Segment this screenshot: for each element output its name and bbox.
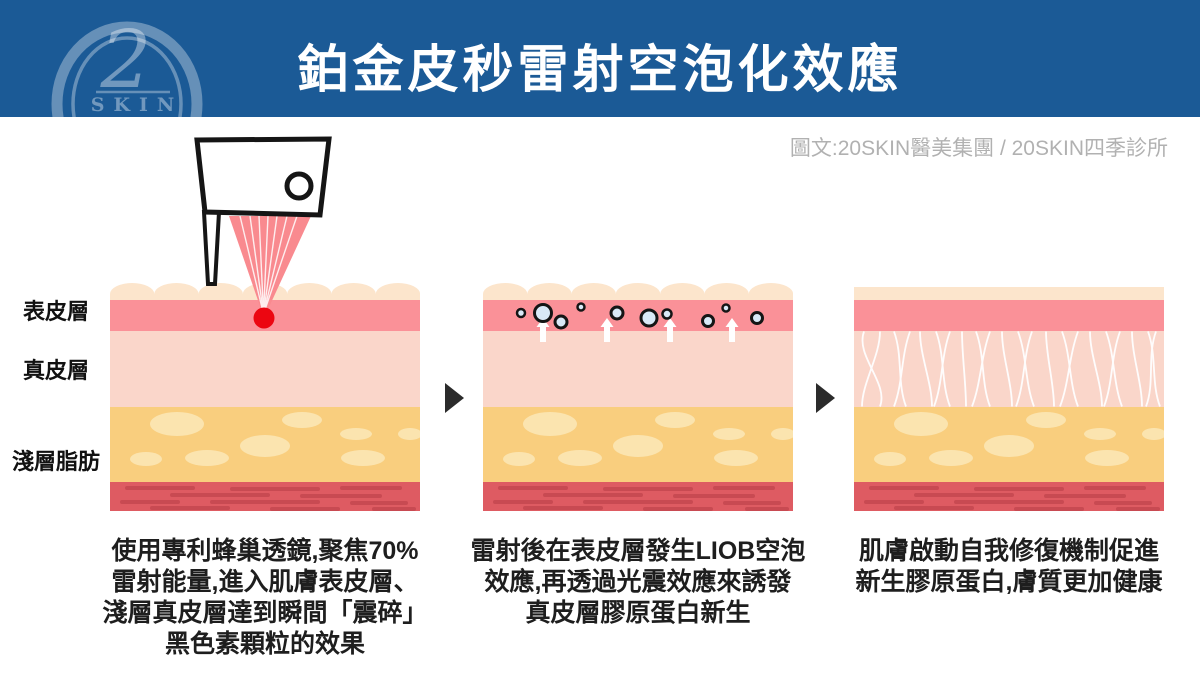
layer-label-dermis: 真皮層 [22,358,89,383]
dermis-layer [483,331,793,407]
panel-laser-pulse [110,283,420,511]
epidermis-layer [483,300,793,331]
caption-line: 雷射能量,進入肌膚表皮層、 [111,568,419,596]
bubble-icon [553,314,569,330]
caption-line: 肌膚啟動自我修復機制促進 [858,537,1159,565]
bubble-icon [576,302,586,312]
skin-cross-section-3 [854,287,1164,511]
next-step-arrow-icon [816,383,835,413]
caption-panel-1: 使用專利蜂巢透鏡,聚焦70% 雷射能量,進入肌膚表皮層、 淺層真皮層達到瞬間「震… [80,536,450,660]
skin-surface [110,283,420,300]
bubble-icon [721,303,731,313]
skin-cross-section-2 [483,283,793,511]
cavitation-bubbles [515,302,764,330]
title-banner: 2 SKIN 鉑金皮秒雷射空泡化效應 [0,0,1200,117]
bubble-icon [609,305,625,321]
caption-line: 淺層真皮層達到瞬間「震碎」 [102,599,428,627]
fat-blobs [503,412,793,466]
logo-number: 2 [100,13,152,106]
bubble-icon [533,303,553,323]
bubble-icon [661,308,673,320]
caption-line: 效應,再透過光震效應來誘發 [484,568,792,596]
clinic-logo-icon: 2 SKIN [51,13,203,117]
shockwave-arrow-icons [536,318,739,342]
page-title: 鉑金皮秒雷射空泡化效應 [297,41,903,98]
caption-panel-3: 肌膚啟動自我修復機制促進 新生膠原蛋白,膚質更加健康 [824,536,1194,598]
muscle-streaks [120,486,416,511]
laser-handpiece-button-icon [284,171,314,201]
logo-text: SKIN [91,94,184,116]
fat-blobs [130,412,420,466]
muscle-streaks [864,486,1160,511]
caption-line: 雷射後在表皮層發生LIOB空泡 [470,537,806,565]
epidermis-layer [854,300,1164,331]
credit-line: 圖文:20SKIN醫美集團 / 20SKIN四季診所 [789,137,1168,160]
skin-surface [483,283,793,300]
laser-handpiece-nozzle-icon [201,210,222,286]
layer-label-epidermis: 表皮層 [22,299,89,324]
panel-liob-cavitation [483,283,793,511]
skin-surface [854,287,1164,300]
layer-label-fat: 淺層脂肪 [11,449,100,474]
next-step-arrow-icon [445,383,464,413]
caption-line: 使用專利蜂巢透鏡,聚焦70% [111,537,419,565]
bubble-icon [515,307,527,319]
skin-cross-section-1 [110,283,420,511]
bubble-icon [701,314,715,328]
collagen-fibers [861,331,1161,407]
caption-line: 新生膠原蛋白,膚質更加健康 [855,568,1163,596]
laser-handpiece-icon [194,136,332,218]
caption-line: 黑色素顆粒的效果 [164,630,365,658]
epidermis-layer [110,300,420,331]
caption-line: 真皮層膠原蛋白新生 [525,599,751,627]
dermis-layer [110,331,420,407]
bubble-icon [750,311,764,325]
caption-panel-2: 雷射後在表皮層發生LIOB空泡 效應,再透過光震效應來誘發 真皮層膠原蛋白新生 [453,536,823,629]
fat-blobs [874,412,1164,466]
bubble-icon [639,308,659,328]
muscle-streaks [493,486,789,511]
panel-collagen-regeneration [854,283,1164,511]
